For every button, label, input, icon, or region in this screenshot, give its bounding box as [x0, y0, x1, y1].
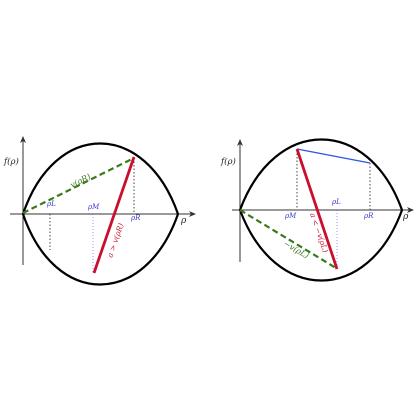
- right-rhoR-label: ρR: [363, 212, 374, 220]
- right-rhoM-label: ρM: [284, 212, 297, 220]
- left-y-axis-label: f(ρ): [3, 156, 19, 167]
- right-lower-curve: [238, 209, 404, 282]
- left-rhoL-label: ρL: [46, 200, 56, 208]
- right-x-axis-label: ρ: [402, 212, 409, 222]
- left-green-label: v(ρR): [69, 172, 92, 190]
- left-panel: f(ρ) ρ ρL ρM ρR v(ρR) a > v(ρR): [3, 136, 196, 286]
- right-y-axis-label: f(ρ): [220, 156, 236, 167]
- left-green-dashed-line: [22, 157, 135, 214]
- left-x-axis-label: ρ: [180, 216, 187, 226]
- left-rhoM-label: ρM: [87, 203, 100, 211]
- right-red-label: a < −v(ρL): [308, 212, 330, 254]
- right-rhoL-label: ρL: [331, 198, 341, 206]
- right-red-line: [295, 148, 339, 270]
- left-rhoR-label: ρR: [130, 214, 141, 222]
- right-upper-curve: [238, 138, 404, 211]
- right-blue-line: [296, 148, 371, 164]
- left-upper-curve: [21, 142, 180, 215]
- left-lower-curve: [21, 213, 180, 286]
- left-red-line: [92, 156, 136, 274]
- right-panel: f(ρ) ρ ρM ρL ρR −v(ρL) a < −v(ρL): [220, 138, 414, 282]
- right-green-label: −v(ρL): [282, 239, 310, 261]
